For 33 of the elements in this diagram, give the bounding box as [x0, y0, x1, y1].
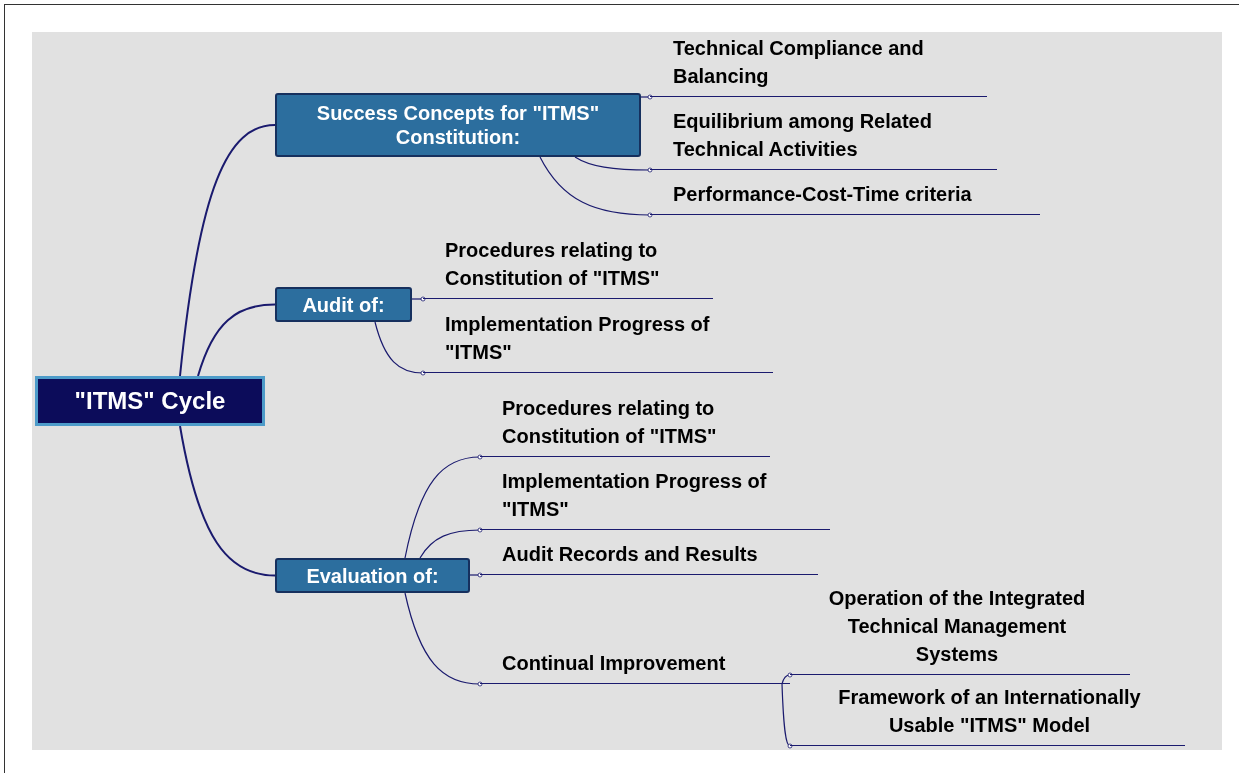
connector-line: [781, 672, 793, 685]
node-text: "ITMS" Cycle: [74, 386, 226, 416]
node-text: Operation of the Integrated Technical Management Systems: [828, 587, 1086, 665]
node-text: Technical Compliance and Balancing: [673, 37, 924, 87]
connector-line: [469, 572, 483, 578]
connector-line: [404, 454, 483, 559]
connector-line: [179, 124, 276, 377]
node-text: Audit Records and Results: [502, 543, 758, 565]
topic-box: [275, 287, 412, 322]
connector-line: [179, 425, 276, 577]
root-topic-box: [35, 376, 265, 426]
connector-line: [640, 94, 653, 100]
node-text: Evaluation of:: [306, 563, 439, 588]
connector-line: [374, 321, 426, 376]
node-text: Implementation Progress of "ITMS": [445, 313, 710, 363]
connector-line: [539, 156, 653, 218]
topic-box: [275, 558, 470, 593]
node-text: Equilibrium among Related Technical Activities: [673, 110, 932, 160]
connector-line: [197, 303, 276, 377]
node-text: Success Concepts for "ITMS" Constitution:: [315, 101, 601, 149]
connector-line: [411, 296, 426, 302]
node-text: Performance-Cost-Time criteria: [673, 183, 972, 205]
node-text: Implementation Progress of "ITMS": [502, 470, 767, 520]
connector-line: [574, 156, 653, 173]
node-text: Procedures relating to Constitution of "ITMS": [502, 397, 717, 447]
connector-line: [419, 527, 483, 559]
connector-line: [404, 592, 483, 687]
connector-line: [781, 683, 793, 749]
node-text: Procedures relating to Constitution of "ITMS": [445, 239, 660, 289]
node-text: Audit of:: [302, 292, 385, 317]
node-text: Continual Improvement: [502, 652, 726, 674]
node-text: Framework of an Internationally Usable "ITMS" Model: [838, 686, 1141, 736]
topic-box: [275, 93, 641, 157]
